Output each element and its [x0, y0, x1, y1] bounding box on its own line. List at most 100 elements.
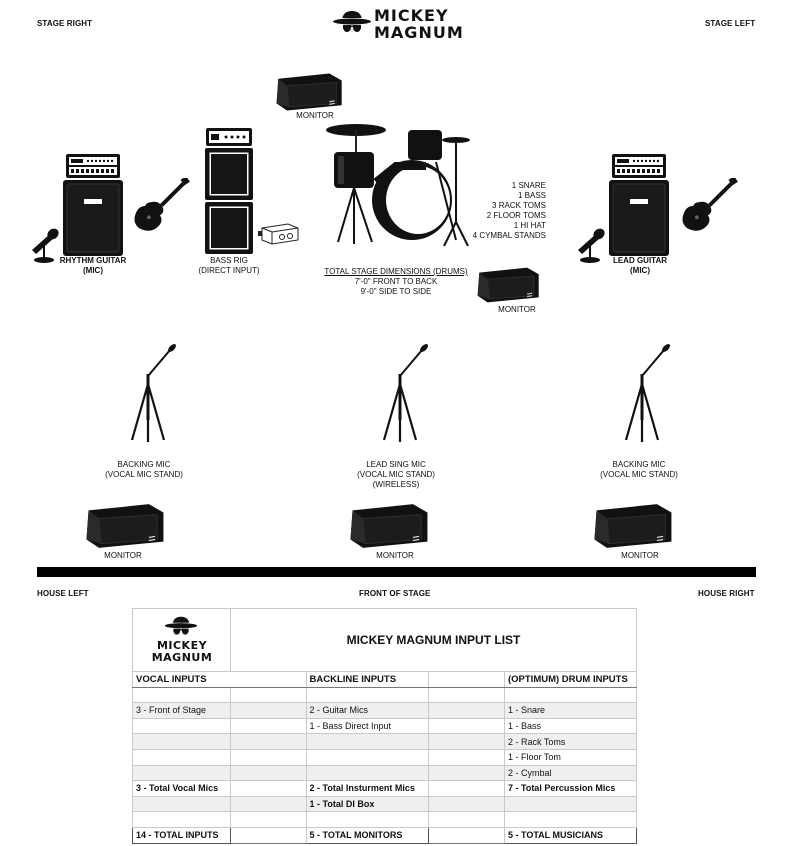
di-box-icon: [258, 222, 302, 246]
stage-dimension-side-side: 9'-0" SIDE TO SIDE: [360, 287, 432, 296]
backline-cell: 1 - Bass Direct Input: [305, 717, 430, 735]
header-backline-inputs: BACKLINE INPUTS: [305, 671, 430, 688]
vocal-cell: 3 - Front of Stage: [132, 702, 231, 719]
table-row: 3 - Front of Stage 2 - Guitar Mics 1 - S…: [132, 702, 638, 719]
lead-guitar-amp-icon: [608, 152, 670, 258]
vocal-cell: [132, 748, 231, 766]
spacer-cell: [229, 748, 307, 766]
spacer-cell: [428, 780, 505, 797]
input-list-header-row: MICKEY MAGNUM MICKEY MAGNUM INPUT LIST: [132, 608, 638, 672]
total-inputs: 14 - TOTAL INPUTS: [132, 826, 231, 844]
input-list-title: MICKEY MAGNUM INPUT LIST: [229, 608, 638, 672]
logo-line-2: MAGNUM: [374, 23, 464, 42]
drum-kit-icon: [326, 122, 476, 252]
drum-list: 1 SNARE 1 BASS 3 RACK TOMS 2 FLOOR TOMS …: [456, 181, 546, 241]
house-right-label: HOUSE RIGHT: [698, 589, 755, 598]
monitor-front-left-label: MONITOR: [104, 551, 142, 560]
drum-cell: 1 - Floor Tom: [503, 748, 638, 766]
backline-cell: [305, 764, 430, 782]
lead-mic-label: LEAD SING MIC (VOCAL MIC STAND) (WIRELES…: [346, 460, 446, 490]
monitor-top-label: MONITOR: [296, 111, 334, 120]
spacer-cell: [503, 811, 638, 828]
spacer-cell: [132, 811, 231, 828]
house-left-label: HOUSE LEFT: [37, 589, 89, 598]
total-di-box: 1 - Total DI Box: [305, 795, 430, 813]
lead-guitar-title: LEAD GUITAR: [612, 256, 668, 265]
drum-cell: 1 - Snare: [503, 702, 638, 719]
rhythm-guitar-sub: (MIC): [83, 266, 103, 275]
table-logo-line-1: MICKEY: [156, 639, 208, 652]
monitor-front-right-label: MONITOR: [621, 551, 659, 560]
backing-mic-left-title: BACKING MIC: [117, 460, 171, 469]
drum-cell: 2 - Rack Toms: [503, 733, 638, 750]
bass-rig-label: BASS RIG (DIRECT INPUT): [186, 256, 272, 276]
rhythm-guitar-label: RHYTHM GUITAR (MIC): [50, 256, 136, 276]
vocal-cell: [132, 733, 231, 750]
spacer-cell: [229, 733, 307, 750]
spacer-cell: [428, 764, 505, 782]
spacer-cell: [428, 826, 505, 844]
logo-line-1: MICKEY: [374, 6, 449, 25]
spacer-cell: [229, 702, 307, 719]
input-list-table: MICKEY MAGNUM MICKEY MAGNUM INPUT LIST V…: [132, 608, 638, 844]
spacer-cell: [305, 811, 430, 828]
total-monitors: 5 - TOTAL MONITORS: [305, 826, 430, 844]
spacer-cell: [428, 733, 505, 750]
header-spacer: [428, 671, 505, 688]
spacer-cell: [229, 826, 307, 844]
bass-rig-title: BASS RIG: [210, 256, 248, 265]
rhythm-guitar-amp-icon: [62, 152, 124, 258]
drum-cell: 2 - Cymbal: [503, 764, 638, 782]
spacer-cell: [229, 795, 307, 813]
spacer-cell: [428, 748, 505, 766]
table-row: 2 - Rack Toms: [132, 733, 638, 750]
backing-mic-right-stand-icon: [612, 344, 672, 444]
drum-list-item: 2 FLOOR TOMS: [486, 211, 546, 220]
spacer-cell: [229, 717, 307, 735]
table-logo-cell: MICKEY MAGNUM: [132, 608, 231, 672]
table-row: 1 - Bass Direct Input 1 - Bass: [132, 717, 638, 735]
total-percussion-mics: 7 - Total Percussion Mics: [503, 780, 638, 797]
monitor-drums-icon: [476, 264, 542, 306]
stage-right-label: STAGE RIGHT: [37, 19, 93, 28]
spacer-cell: [229, 811, 307, 828]
backline-cell: [305, 733, 430, 750]
lead-mic-stand-icon: [370, 344, 430, 444]
column-headers-row: VOCAL INPUTS BACKLINE INPUTS (OPTIMUM) D…: [132, 671, 638, 688]
lead-guitar-sub: (MIC): [630, 266, 650, 275]
rhythm-guitar-title: RHYTHM GUITAR: [59, 256, 127, 265]
drum-list-item: 1 BASS: [517, 191, 546, 200]
table-row: [132, 686, 638, 704]
monitor-drums-label: MONITOR: [498, 305, 536, 314]
drum-cell: [503, 686, 638, 704]
drum-cell: 1 - Bass: [503, 717, 638, 735]
spacer-cell: [428, 795, 505, 813]
spacer-cell: [229, 780, 307, 797]
backing-mic-left-label: BACKING MIC (VOCAL MIC STAND): [94, 460, 194, 480]
backline-cell: [305, 748, 430, 766]
final-totals-row: 14 - TOTAL INPUTS 5 - TOTAL MONITORS 5 -…: [132, 826, 638, 844]
spacer-cell: [503, 795, 638, 813]
totals-row: 3 - Total Vocal Mics 2 - Total Insturmen…: [132, 780, 638, 797]
spacer-cell: [229, 686, 307, 704]
total-musicians: 5 - TOTAL MUSICIANS: [503, 826, 638, 844]
stage-dimension-front-back: 7'-0" FRONT TO BACK: [354, 277, 438, 286]
stage-dimensions-title: TOTAL STAGE DIMENSIONS (DRUMS): [324, 267, 468, 276]
drum-list-item: 1 SNARE: [511, 181, 546, 190]
monitor-top-icon: [272, 70, 348, 114]
stage-dimensions: TOTAL STAGE DIMENSIONS (DRUMS) 7'-0" FRO…: [318, 267, 474, 297]
vocal-cell: [132, 764, 231, 782]
drum-list-item: 4 CYMBAL STANDS: [472, 231, 546, 240]
backing-mic-right-sub: (VOCAL MIC STAND): [600, 470, 678, 479]
header-drum-inputs: (OPTIMUM) DRUM INPUTS: [503, 671, 638, 688]
lead-mic-sub: (VOCAL MIC STAND): [357, 470, 435, 479]
rhythm-guitar-icon: [130, 178, 190, 234]
total-instrument-mics: 2 - Total Insturment Mics: [305, 780, 430, 797]
backing-mic-right-label: BACKING MIC (VOCAL MIC STAND): [589, 460, 689, 480]
monitor-front-center-label: MONITOR: [376, 551, 414, 560]
table-logo-line-2: MAGNUM: [151, 651, 213, 664]
vocal-cell: [132, 686, 231, 704]
table-row: 1 - Floor Tom: [132, 748, 638, 766]
spacer-cell: [428, 811, 505, 828]
stage-front-edge: [37, 567, 756, 577]
